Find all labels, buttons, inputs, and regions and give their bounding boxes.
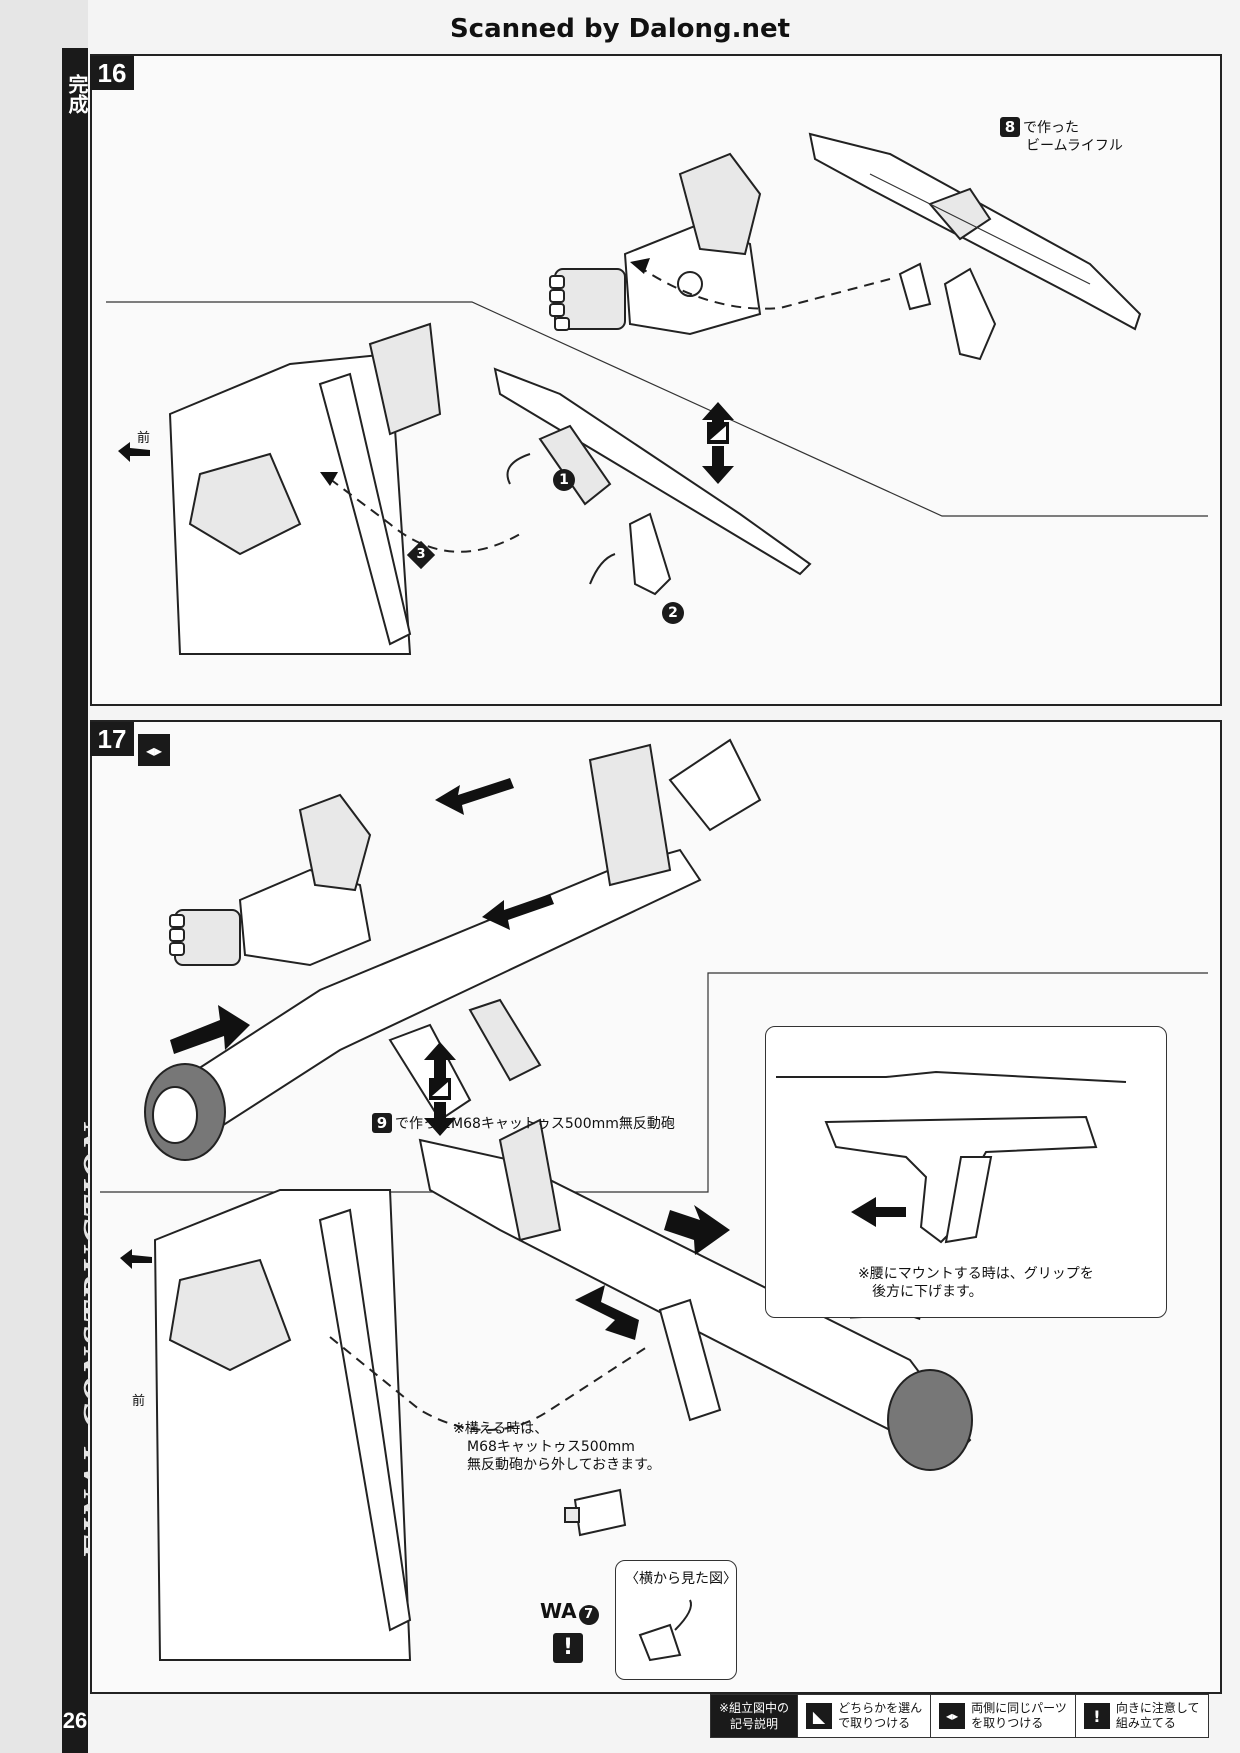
ref-box: 9 — [372, 1113, 392, 1133]
rifle-ref-text2: ビームライフル — [1026, 138, 1123, 154]
grip-detail-callout — [765, 1026, 1167, 1318]
step-17-number: 17 — [90, 722, 134, 756]
front-label: 前 — [137, 431, 151, 446]
section-label: 完成 — [65, 74, 89, 114]
waist-note-line1: ※腰にマウントする時は、グリップを — [858, 1266, 1094, 1282]
bazooka-mounted-illustration — [418, 1118, 973, 1471]
legend-item-both-sides: ◂▸ 両側に同じパーツを取りつける — [930, 1695, 1075, 1737]
legend-item-choose-one: ◣ どちらかを選んで取りつける — [797, 1695, 930, 1737]
waist-note-line2: 後方に下げます。 — [872, 1284, 983, 1300]
hold-note-line3: 無反動砲から外しておきます。 — [467, 1457, 661, 1473]
ref-box: 8 — [1000, 117, 1020, 137]
step-callout-2: 2 — [662, 602, 684, 624]
step-16-number: 16 — [90, 56, 134, 90]
caution-icon: ! — [1083, 1703, 1110, 1729]
step-17-illustration — [100, 738, 1208, 1661]
symbol-legend: ※組立図中の記号説明 ◣ どちらかを選んで取りつける ◂▸ 両側に同じパーツを取… — [710, 1694, 1209, 1738]
body-illustration — [153, 1189, 412, 1661]
caution-icon: ! — [553, 1633, 583, 1663]
step-16-illustration — [106, 132, 1208, 655]
page-number: 26 — [62, 1708, 88, 1733]
legend-item-caution: ! 向きに注意して組み立てる — [1074, 1695, 1208, 1737]
step-callout-1: 1 — [553, 469, 575, 491]
grip-detail-illustration — [776, 1070, 1127, 1244]
front-label: 前 — [132, 1394, 146, 1409]
rifle-ref-text: で作った — [1023, 120, 1079, 136]
side-view-label: 〈横から見た図〉 — [625, 1571, 737, 1587]
side-view-illustration — [638, 1599, 692, 1662]
mount-piece-illustration — [564, 1488, 627, 1537]
body-illustration — [168, 322, 442, 655]
both-sides-icon: ◂▸ — [939, 1703, 966, 1729]
choose-one-icon: ◣ — [806, 1703, 833, 1729]
bazooka-ref-text: で作ったM68キャットゥス500mm無反動砲 — [395, 1116, 675, 1132]
waist-mount-note: ※腰にマウントする時は、グリップを 後方に下げます。 — [858, 1265, 1094, 1301]
step-callout-3: 3 — [406, 540, 436, 570]
bazooka-illustration — [144, 738, 762, 1161]
side-view-bubble — [615, 1560, 737, 1680]
hold-note-line2: M68キャットゥス500mm — [467, 1439, 635, 1455]
hand-illustration — [169, 793, 372, 967]
hold-note-line1: ※構える時は、 — [453, 1421, 549, 1437]
sidebar-bar — [62, 48, 88, 1753]
beam-rifle-illustration — [808, 132, 1142, 361]
legend-title: ※組立図中の記号説明 — [711, 1695, 798, 1737]
hand-illustration — [549, 152, 762, 336]
beam-rifle-mounted-illustration — [493, 367, 812, 596]
scan-credit: Scanned by Dalong.net — [449, 14, 791, 44]
both-sides-icon: ◂▸ — [138, 734, 170, 766]
choose-one-arrow — [702, 402, 734, 484]
hold-note: ※構える時は、 M68キャットゥス500mm 無反動砲から外しておきます。 — [453, 1420, 661, 1474]
